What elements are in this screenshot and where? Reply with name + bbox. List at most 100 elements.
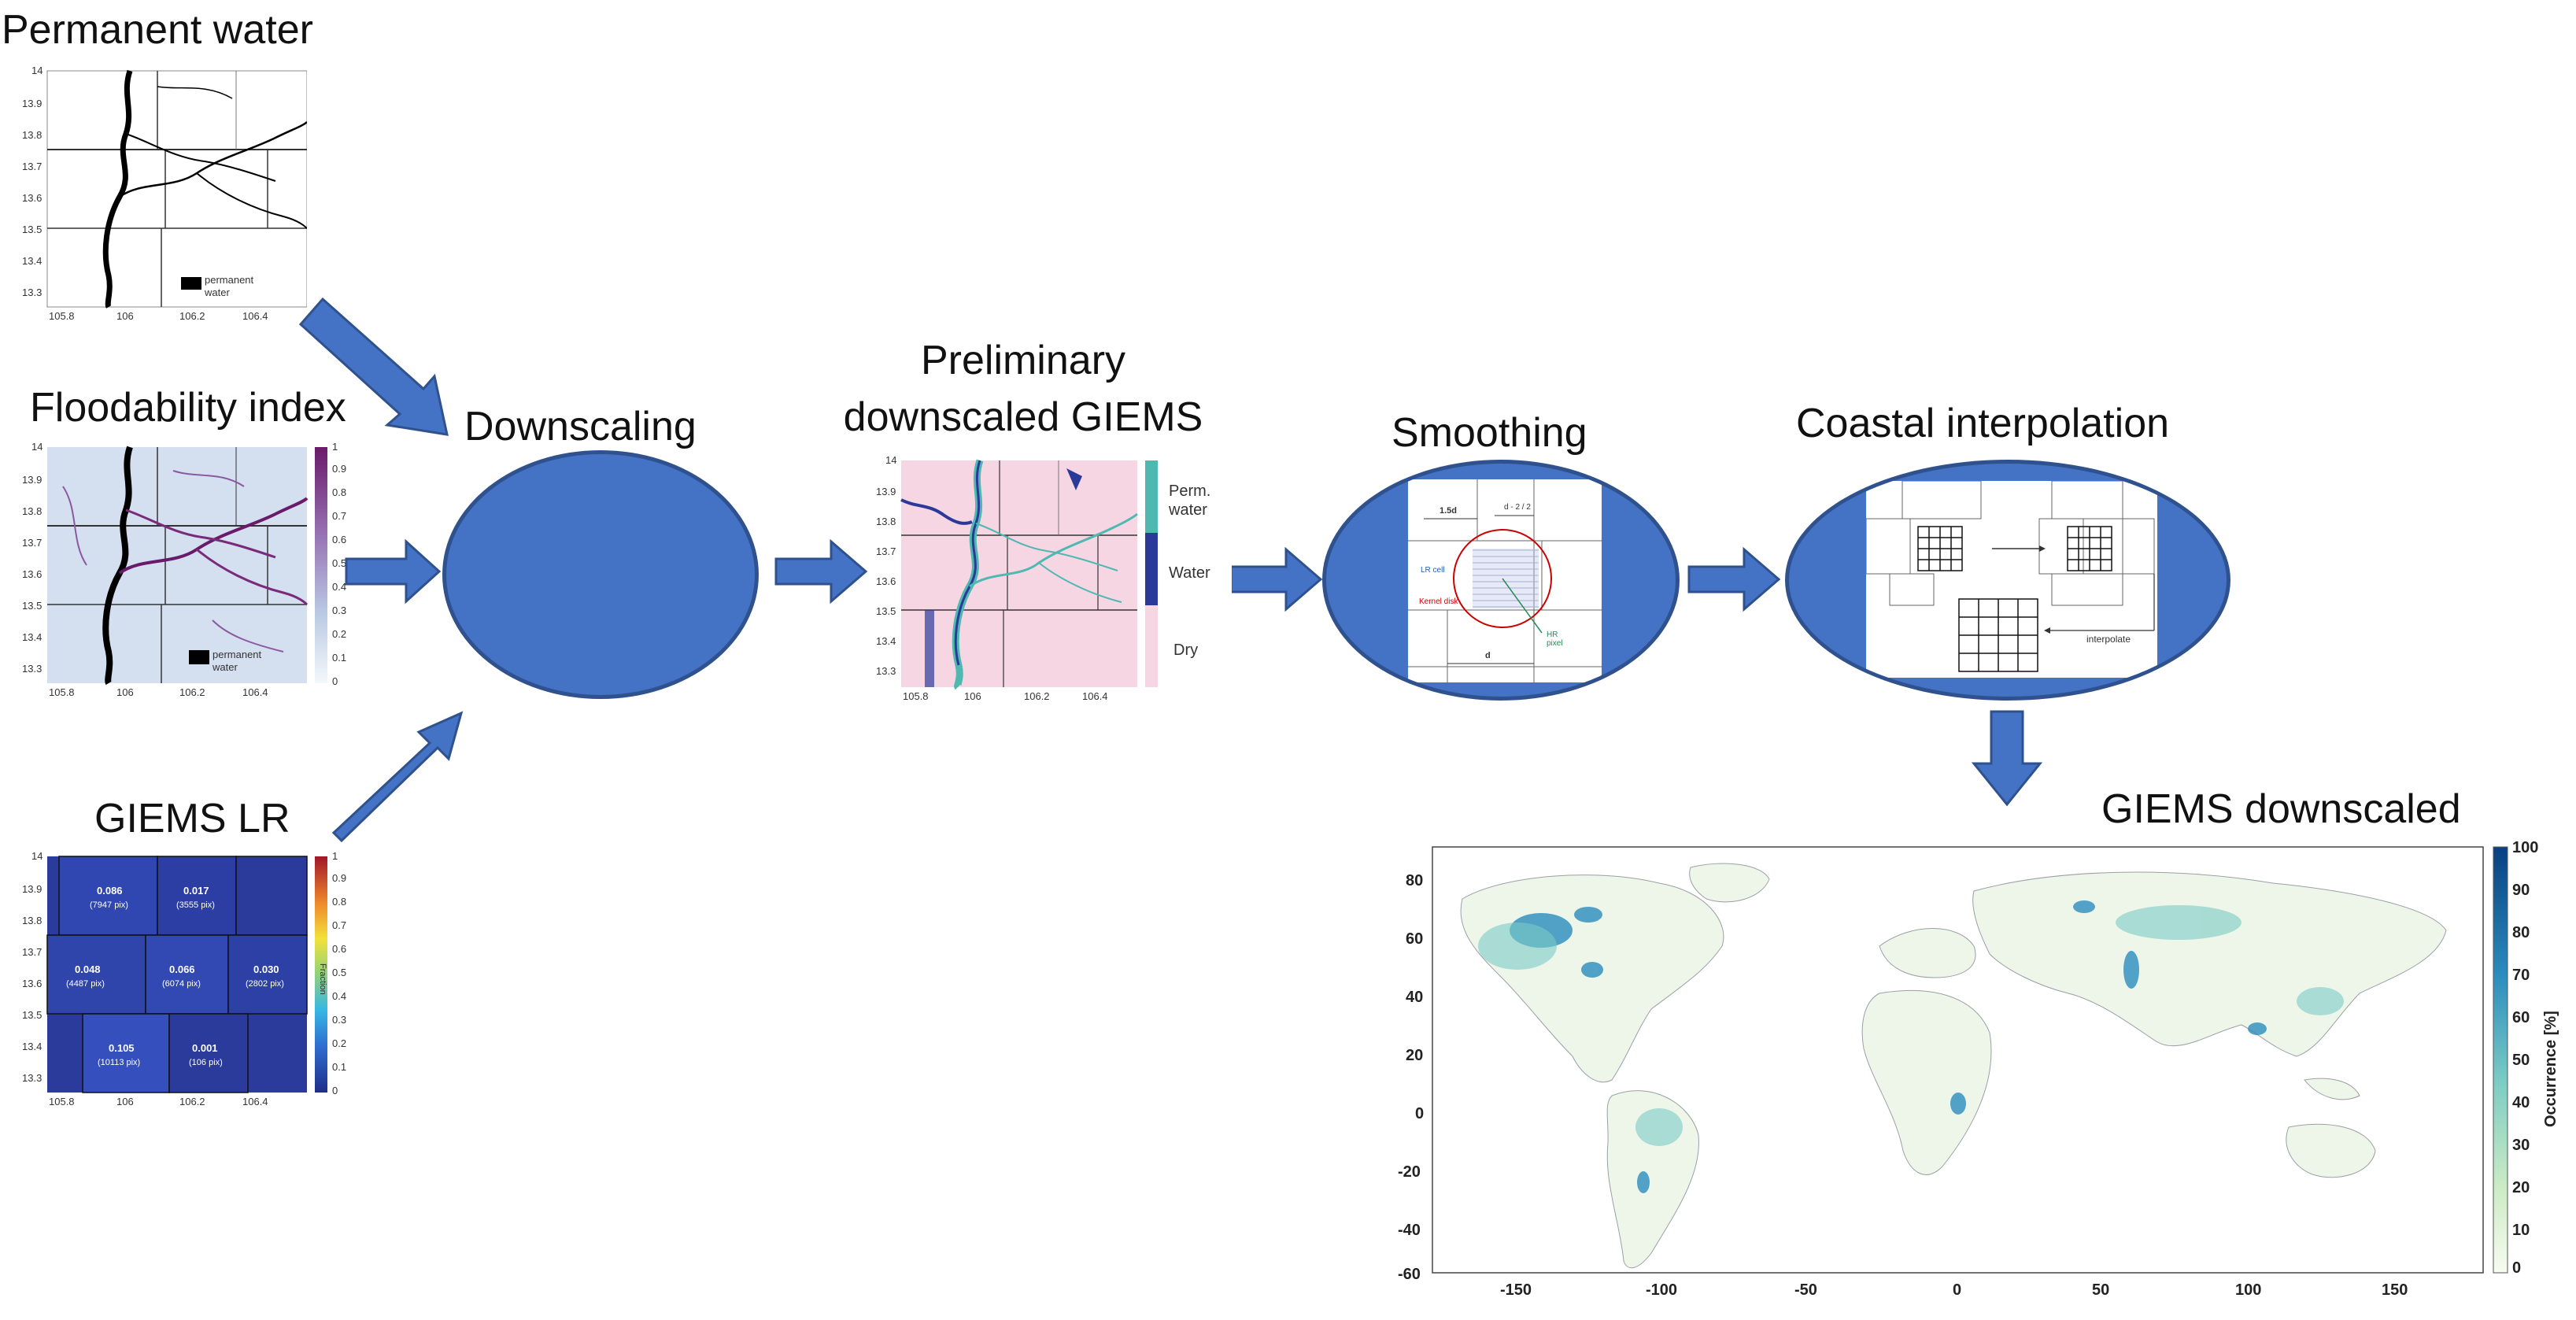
- world-xtick: -50: [1794, 1281, 1817, 1299]
- smooth-label-d-2: d - 2 / 2: [1504, 503, 1531, 512]
- pre-ytick: 13.7: [876, 545, 896, 557]
- fi-cbar-tick: 0.5: [332, 557, 347, 569]
- world-cbar-tick: 0: [2512, 1259, 2522, 1277]
- title-preliminary-line2: downscaled GIEMS: [843, 394, 1203, 440]
- permanent-water-map: [46, 69, 308, 309]
- lr-xtick: 106: [116, 1096, 134, 1107]
- preliminary-map: [900, 459, 1158, 690]
- lr-cbar-tick: 0.2: [332, 1037, 347, 1049]
- fi-xtick: 105.8: [49, 686, 75, 698]
- arrow-permanent-to-downscaling: [299, 297, 449, 436]
- lr-ytick: 13.4: [22, 1041, 43, 1052]
- world-xtick: -150: [1500, 1281, 1532, 1299]
- floodability-panel: permanent water 14 13.9 13.8 13.7 13.6 1…: [16, 439, 346, 699]
- fi-cbar-tick: 0.2: [332, 628, 347, 640]
- arrow-preliminary-to-smoothing: [1229, 546, 1323, 612]
- fi-cbar-tick: 1: [332, 441, 338, 453]
- pw-ytick: 13.4: [22, 255, 43, 267]
- legend-perm-water-line2: water: [1169, 501, 1207, 519]
- world-xtick: 100: [2235, 1281, 2262, 1299]
- world-cbar-tick: 100: [2512, 839, 2539, 856]
- downscaling-ellipse: [442, 450, 759, 699]
- world-map-svg: [1432, 846, 2508, 1274]
- coastal-interpolation-ellipse: interpolate: [1785, 460, 2230, 701]
- lr-ytick: 13.9: [22, 883, 43, 895]
- pre-xtick: 106: [964, 690, 981, 702]
- pre-ytick: 13.6: [876, 575, 896, 587]
- fi-ytick: 14: [31, 441, 43, 453]
- coastal-label-interpolate: interpolate: [2086, 634, 2131, 645]
- lr-xtick: 106.4: [242, 1096, 268, 1107]
- coastal-schematic-svg: [1865, 480, 2155, 672]
- pre-ytick: 13.5: [876, 605, 896, 617]
- world-cbar-tick: 50: [2512, 1052, 2530, 1069]
- lr-cbar-label: Fraction: [318, 963, 327, 995]
- lr-ytick: 13.5: [22, 1009, 43, 1021]
- lr-cell-pix: (106 pix): [189, 1058, 223, 1067]
- lr-cell-value: 0.066: [169, 963, 195, 975]
- fi-legend-line2: water: [213, 661, 238, 673]
- lr-ytick: 14: [31, 850, 43, 862]
- lr-cbar-tick: 0.7: [332, 919, 347, 931]
- legend-dry: Dry: [1173, 642, 1199, 659]
- arrow-smoothing-to-coastal: [1687, 546, 1781, 612]
- world-cbar-tick: 40: [2512, 1094, 2530, 1111]
- title-permanent-water: Permanent water: [2, 7, 313, 53]
- world-cbar-tick: 60: [2512, 1009, 2530, 1026]
- lr-cell-value: 0.105: [109, 1042, 135, 1054]
- title-smoothing: Smoothing: [1391, 410, 1587, 456]
- world-cbar-tick: 90: [2512, 882, 2530, 899]
- lr-cbar-tick: 0.9: [332, 872, 347, 884]
- world-cbar-tick: 20: [2512, 1179, 2530, 1196]
- arrow-lr-to-downscaling: [331, 711, 464, 843]
- world-ytick: 20: [1406, 1047, 1424, 1064]
- world-ytick: 0: [1415, 1105, 1425, 1122]
- fi-ytick: 13.9: [22, 474, 43, 486]
- arrow-coastal-to-downscaled: [1971, 710, 2043, 807]
- arrow-downscaling-to-preliminary: [774, 538, 868, 605]
- fi-cbar-tick: 0: [332, 675, 338, 687]
- lr-cell-pix: (2802 pix): [246, 979, 284, 989]
- smooth-label-d: d: [1485, 651, 1491, 660]
- lr-ytick: 13.7: [22, 946, 43, 958]
- title-floodability-index: Floodability index: [30, 385, 346, 431]
- smooth-label-1-5d: 1.5d: [1440, 506, 1458, 516]
- smoothing-schematic-svg: [1408, 479, 1602, 682]
- lr-cell-value: 0.048: [75, 963, 101, 975]
- lr-cell-pix: (4487 pix): [66, 979, 105, 989]
- fi-ytick: 13.4: [22, 631, 43, 643]
- world-ytick: 80: [1406, 872, 1424, 889]
- lr-cbar-tick: 0.1: [332, 1061, 347, 1073]
- title-downscaling: Downscaling: [464, 404, 697, 449]
- title-giems-downscaled: GIEMS downscaled: [2101, 786, 2461, 832]
- giems-lr-panel: 0.086 (7947 pix) 0.017 (3555 pix) 0.048 …: [16, 849, 346, 1108]
- title-giems-lr: GIEMS LR: [94, 796, 290, 841]
- fi-ytick: 13.5: [22, 600, 43, 612]
- giems-lr-map: [46, 856, 327, 1093]
- pw-xtick: 106.2: [179, 310, 205, 322]
- fi-cbar-tick: 0.8: [332, 486, 347, 498]
- lr-cell-pix: (3555 pix): [176, 900, 215, 910]
- world-ytick: -20: [1398, 1163, 1421, 1181]
- pre-xtick: 106.4: [1082, 690, 1108, 702]
- pre-ytick: 14: [885, 454, 897, 466]
- world-xtick: -100: [1646, 1281, 1678, 1299]
- pre-xtick: 105.8: [903, 690, 929, 702]
- pw-xtick: 106.4: [242, 310, 268, 322]
- smooth-label-hr: HR pixel: [1547, 630, 1563, 648]
- smoothing-ellipse: 1.5d d - 2 / 2 LR cell Kernel disk HR pi…: [1322, 460, 1680, 701]
- fi-legend-line1: permanent: [213, 649, 262, 660]
- lr-cell-value: 0.001: [192, 1042, 218, 1054]
- world-xtick: 0: [1953, 1281, 1962, 1299]
- world-map-panel: 80 60 40 20 0 -20 -40 -60 -150 -100 -50 …: [1391, 839, 2572, 1316]
- world-xtick: 150: [2382, 1281, 2408, 1299]
- pre-ytick: 13.3: [876, 665, 896, 677]
- lr-cbar-tick: 0.3: [332, 1014, 347, 1026]
- coastal-schematic: interpolate: [1865, 480, 2157, 678]
- fi-ytick: 13.7: [22, 537, 43, 549]
- smoothing-schematic: 1.5d d - 2 / 2 LR cell Kernel disk HR pi…: [1408, 479, 1602, 682]
- lr-ytick: 13.3: [22, 1072, 43, 1084]
- lr-cbar-tick: 0.5: [332, 967, 347, 978]
- world-cbar-tick: 10: [2512, 1222, 2530, 1239]
- lr-cell-value: 0.030: [253, 963, 279, 975]
